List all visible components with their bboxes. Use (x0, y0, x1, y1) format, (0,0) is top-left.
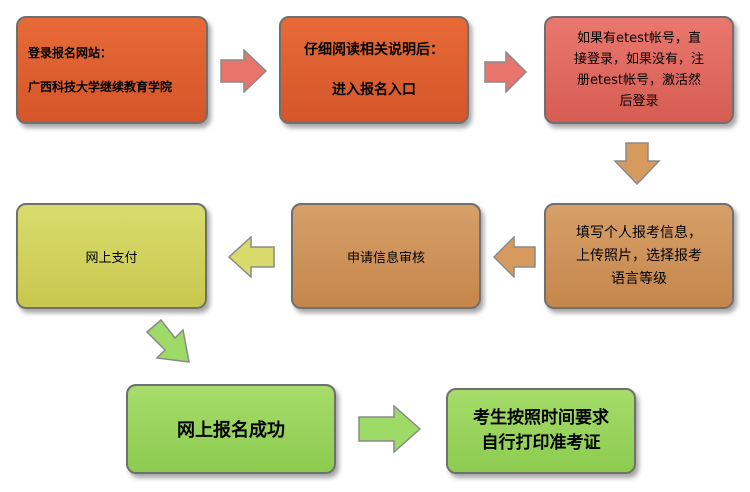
step-8-print-admission: 考生按照时间要求 自行打印准考证 (446, 388, 636, 474)
step-4-fill-info: 填写个人报考信息， 上传照片，选择报考 语言等级 (544, 203, 734, 309)
step-4-line-3: 语言等级 (611, 270, 667, 287)
step-1-login-site: 登录报名网站： 广西科技大学继续教育学院 (16, 16, 208, 124)
step-7-registration-success: 网上报名成功 (126, 384, 336, 474)
step-5-review: 申请信息审核 (291, 203, 481, 309)
step-4-line-1: 填写个人报考信息， (576, 224, 702, 241)
step-3-line-4: 后登录 (619, 94, 659, 109)
step-6-online-payment: 网上支付 (16, 203, 207, 309)
step-7-line-1: 网上报名成功 (177, 420, 285, 441)
arrow-right-icon (484, 51, 528, 93)
step-2-read-instructions: 仔细阅读相关说明后： 进入报名入口 (279, 16, 469, 124)
step-2-line-1: 仔细阅读相关说明后： (304, 42, 444, 58)
arrow-down-right-icon (145, 318, 190, 363)
step-3-line-2: 接登录，如果没有，注 (573, 52, 704, 67)
step-1-line-2: 广西科技大学继续教育学院 (28, 80, 173, 94)
step-4-line-2: 上传照片，选择报考 (576, 247, 702, 264)
step-1-line-1: 登录报名网站： (28, 46, 113, 60)
step-3-line-1: 如果有etest帐号，直 (577, 31, 701, 46)
step-8-line-1: 考生按照时间要求 (473, 408, 609, 428)
arrow-right-icon (220, 49, 268, 93)
step-3-line-3: 册etest帐号，激活然 (577, 73, 701, 88)
arrow-left-icon (227, 236, 275, 278)
step-6-line-1: 网上支付 (85, 250, 138, 266)
arrow-right-icon (358, 405, 422, 453)
step-2-line-2: 进入报名入口 (332, 82, 416, 98)
step-3-etest-account: 如果有etest帐号，直 接登录，如果没有，注 册etest帐号，激活然 后登录 (544, 16, 734, 124)
arrow-left-icon (492, 236, 536, 278)
step-8-line-2: 自行打印准考证 (481, 433, 601, 453)
arrow-down-icon (613, 142, 661, 186)
step-5-line-1: 申请信息审核 (346, 250, 425, 266)
